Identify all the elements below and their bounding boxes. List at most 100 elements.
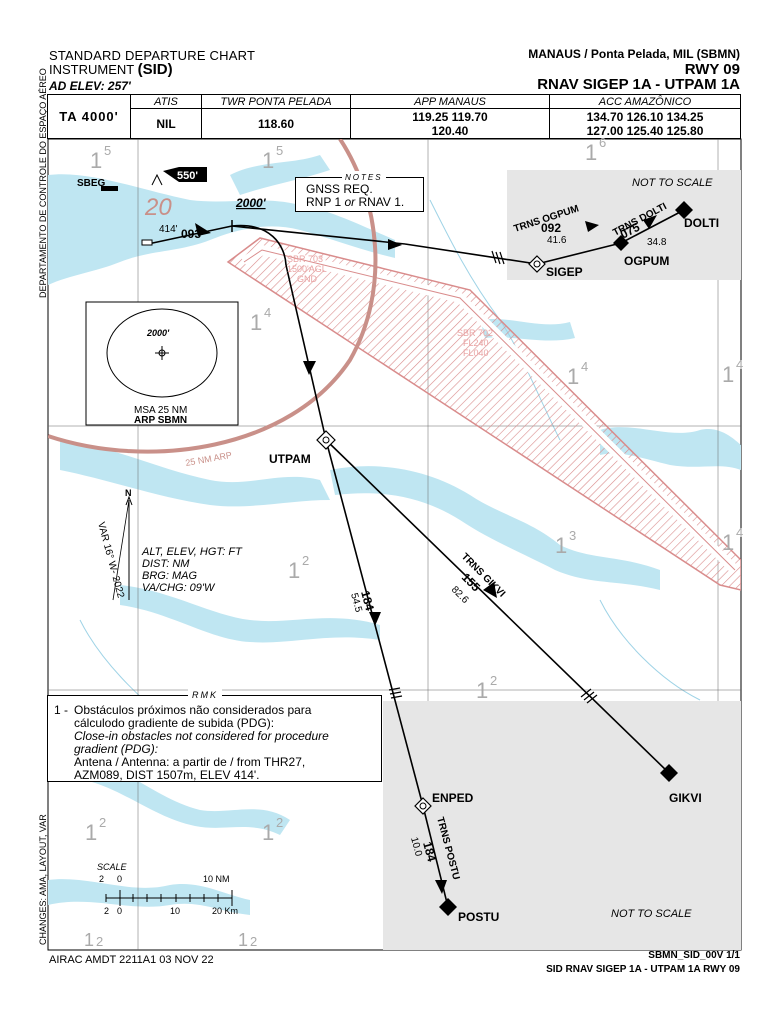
sbeg-label: SBEG (77, 178, 106, 189)
altitude-2000-label: 2000' (235, 196, 267, 210)
obstacle-flag (163, 167, 207, 182)
twr-value: 118.60 (201, 108, 351, 139)
gikvi-label: GIKVI (669, 791, 702, 805)
svg-text:1: 1 (250, 310, 262, 335)
waypoint-sigep (528, 255, 546, 273)
waypoint-gikvi (660, 764, 678, 782)
sbr702-name: SBR 702 (457, 328, 493, 338)
runway-symbol (141, 239, 153, 246)
enped-label: ENPED (432, 791, 474, 805)
sigep-label: SIGEP (546, 265, 583, 279)
svg-text:1: 1 (85, 820, 97, 845)
svg-text:1: 1 (262, 820, 274, 845)
waypoint-postu (439, 898, 457, 916)
route-to-utpam (285, 264, 327, 441)
antenna-414-label: 414' (159, 224, 178, 235)
enped-bearing: 184 (358, 589, 377, 612)
chart-type-subtitle-prefix: INSTRUMENT (49, 62, 138, 77)
msa-circle (106, 308, 218, 398)
sbeg-runway-symbol (101, 186, 118, 191)
chart-type-sid: (SID) (137, 61, 173, 78)
route-ogpum-dolti (620, 209, 685, 244)
remarks-line-2: cálculodo gradiente de subida (PDG): (74, 716, 275, 730)
ogpum-label: OGPUM (624, 254, 669, 268)
remarks-title: RMK (188, 689, 222, 702)
procedure-name: RNAV SIGEP 1A - UTPAM 1A (537, 76, 740, 93)
acc-value-1: 134.70 126.10 134.25 (586, 109, 704, 124)
trns-postu-bearing: 184 (420, 840, 439, 863)
dolti-label: DOLTI (684, 216, 719, 230)
legend-alt: ALT, ELEV, HGT: FT (141, 546, 243, 558)
svg-text:1: 1 (722, 362, 734, 387)
svg-text:2: 2 (276, 815, 283, 830)
obstacle-icon (151, 173, 163, 186)
svg-text:1: 1 (288, 558, 300, 583)
route-sigep-ogpum (536, 242, 622, 265)
postu-label: POSTU (458, 910, 499, 924)
acc-value-2: 127.00 125.40 125.80 (586, 123, 704, 138)
route-arrows (195, 215, 657, 894)
restricted-areas (226, 237, 741, 591)
svg-text:1: 1 (238, 930, 248, 950)
chart-type-title: STANDARD DEPARTURE CHART (49, 48, 256, 63)
sbr703-upper: 1500'AGL (287, 264, 327, 274)
obstacle-550-label: 550' (177, 170, 198, 182)
waypoint-enped (414, 797, 432, 815)
svg-text:4: 4 (581, 359, 588, 374)
trns-dolti-distance: 34.8 (647, 237, 667, 248)
scale-km-10: 10 (170, 906, 180, 916)
msa-altitude: 2000' (146, 328, 170, 338)
magnetic-north-line (112, 499, 130, 601)
not-to-scale-bottom: NOT TO SCALE (611, 908, 692, 920)
svg-text:2: 2 (490, 673, 497, 688)
msa-box (85, 301, 239, 426)
transition-altitude: TA 4000' (47, 94, 131, 139)
app-value-1: 119.25 119.70 (412, 109, 488, 124)
sbr702-upper: FL240 (463, 338, 489, 348)
scale-bar (105, 890, 233, 906)
svg-text:4: 4 (264, 305, 271, 320)
sbr703-name: SBR 703 (287, 254, 323, 264)
remarks-line-1: Obstáculos próximos não considerados par… (74, 703, 312, 717)
svg-text:4: 4 (736, 357, 743, 372)
remarks-line-5: Antena / Antenna: a partir de / from THR… (74, 755, 306, 769)
utpam-label: UTPAM (269, 452, 311, 466)
svg-text:4: 4 (736, 525, 743, 540)
aerodrome-elevation: AD ELEV: 257' (49, 79, 131, 93)
svg-text:1: 1 (567, 364, 579, 389)
heading-093-label: 093 (181, 227, 201, 241)
route-enped-postu (422, 805, 449, 908)
notes-body: GNSS REQ. RNP 1 or RNAV 1. (306, 183, 404, 209)
airport-name: MANAUS / Ponta Pelada, MIL (SBMN) (528, 47, 740, 61)
svg-text:2: 2 (96, 934, 103, 949)
remarks-line-3: Close-in obstacles not considered for pr… (74, 729, 329, 743)
remarks-line-6: AZM089, DIST 1507m, ELEV 414'. (74, 768, 260, 782)
chart-code: SBMN_SID_00V 1/1 (648, 950, 740, 961)
msa-center-icon (155, 346, 169, 360)
svg-text:1: 1 (585, 140, 597, 165)
scale-nm-0: 0 (117, 874, 122, 884)
legend-va: VA/CHG: 09'W (142, 582, 216, 594)
app-value-2: 120.40 (431, 123, 469, 138)
enped-distance: 54.5 (348, 592, 364, 614)
notes-rnp-or: or (344, 195, 356, 209)
remarks-body: Obstáculos próximos não considerados par… (74, 704, 374, 782)
trns-ogpum-distance: 41.6 (547, 235, 567, 246)
scale-km-20: 20 Km (212, 906, 238, 916)
notes-rnp: RNP 1 or RNAV 1. (306, 196, 404, 209)
svg-text:1: 1 (476, 678, 488, 703)
legend-dist: DIST: NM (142, 558, 190, 570)
remarks-number: 1 - (54, 703, 69, 717)
notes-rnp-c: RNAV 1. (355, 195, 405, 209)
svg-text:1: 1 (262, 148, 274, 173)
chart-type-subtitle: INSTRUMENT (SID) (49, 61, 173, 78)
scale-km-2: 2 (104, 906, 109, 916)
notes-box: NOTES GNSS REQ. RNP 1 or RNAV 1. (295, 171, 424, 212)
route-rwy09 (147, 225, 233, 245)
notes-title: NOTES (342, 171, 386, 184)
sbr703-lower: GND (297, 274, 318, 284)
svg-text:3: 3 (569, 528, 576, 543)
